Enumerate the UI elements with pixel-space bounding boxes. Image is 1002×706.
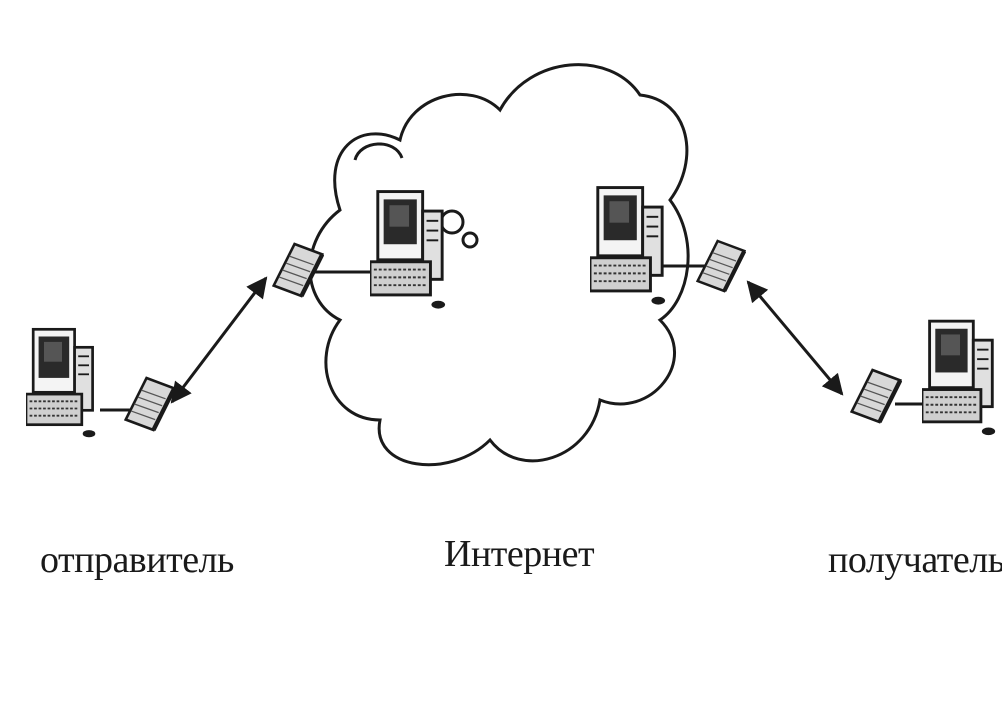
right-modem-icon <box>698 241 745 291</box>
internet-label: Интернет <box>444 533 595 575</box>
double-arrow-icon <box>746 280 844 396</box>
receiver-label: получатель <box>828 539 1002 581</box>
sender-computer-icon <box>26 327 97 439</box>
receiver-modem-icon <box>852 370 901 422</box>
sender-label: отправитель <box>40 539 234 581</box>
double-arrow-icon <box>170 276 268 404</box>
receiver-computer-icon <box>922 319 997 437</box>
cloud-icon <box>308 63 690 467</box>
sender-modem-icon <box>126 378 175 430</box>
